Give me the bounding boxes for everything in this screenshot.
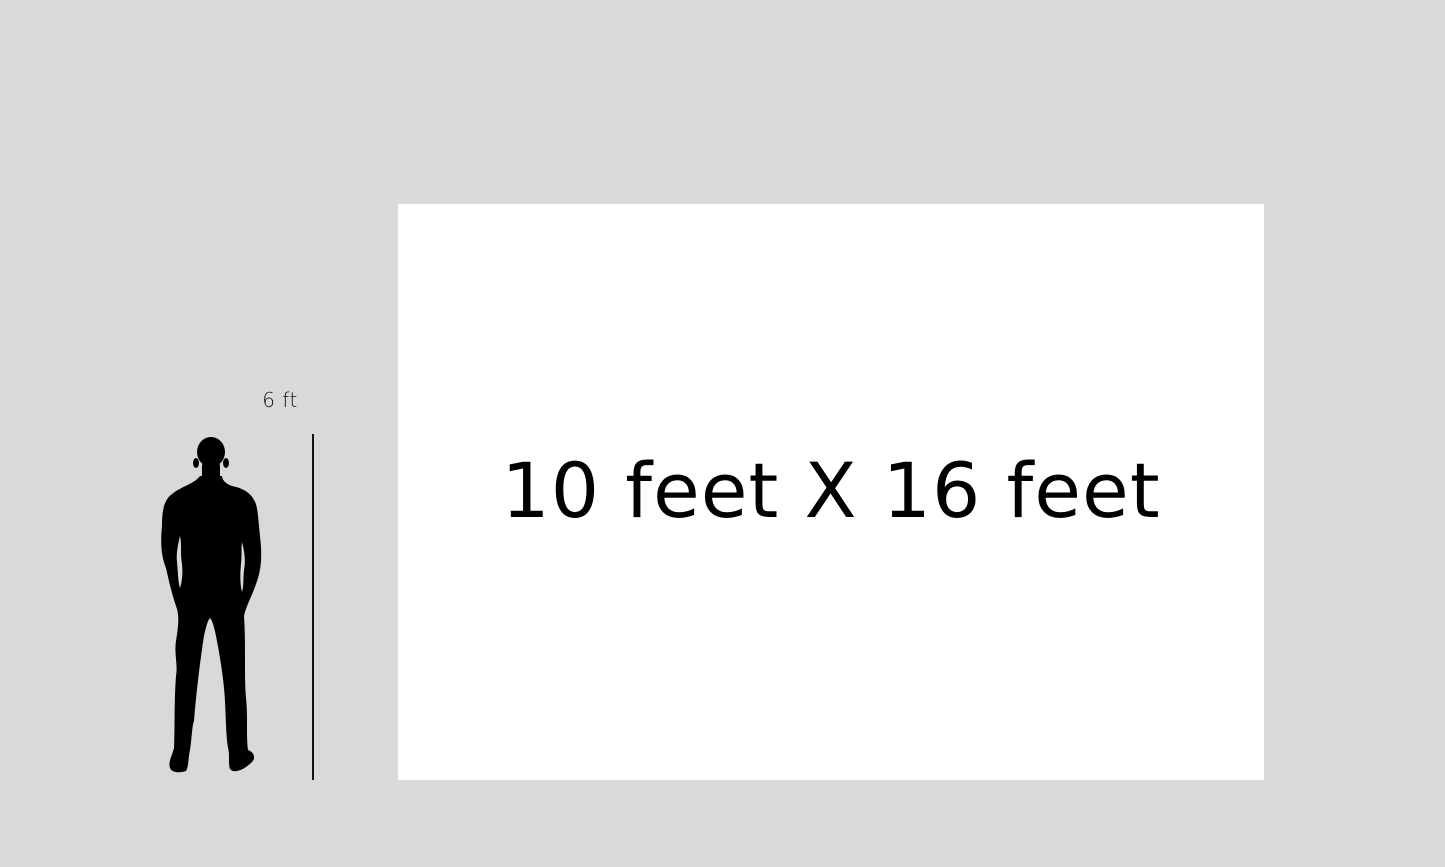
- person-silhouette-icon: [161, 437, 262, 773]
- height-label: 6 ft: [262, 388, 298, 412]
- banner-area: 10 feet X 16 feet: [398, 204, 1264, 780]
- banner-size-text: 10 feet X 16 feet: [501, 445, 1161, 535]
- height-measure-line: [312, 434, 314, 780]
